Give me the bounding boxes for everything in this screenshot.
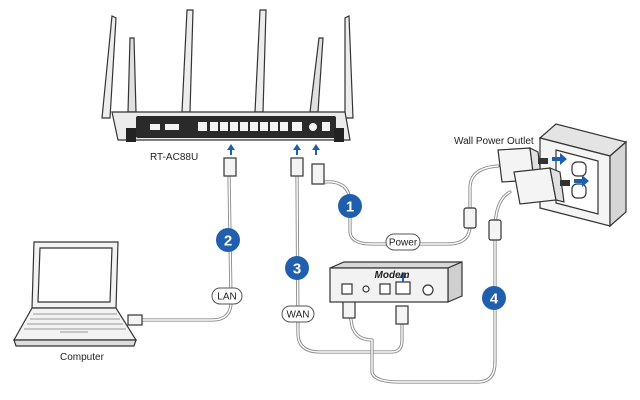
router-lan-port	[260, 122, 268, 131]
modem-power-button	[362, 285, 370, 293]
router-antenna	[101, 15, 117, 119]
step-number: 4	[490, 291, 499, 308]
arrow-up-icon	[227, 144, 235, 155]
modem-icon	[329, 261, 463, 303]
router-power-button	[322, 122, 330, 131]
router-stand-left	[126, 128, 136, 142]
lan-tag-label: LAN	[217, 292, 236, 303]
router-lan-ports	[198, 122, 207, 131]
wan-cable	[290, 157, 409, 354]
arrow-up-icon	[399, 272, 407, 282]
router-lan-port	[270, 122, 278, 131]
router-lan-port	[250, 122, 258, 131]
arrow-right-icon	[574, 175, 589, 187]
router-lan-port	[280, 122, 288, 131]
router-lan-port	[240, 122, 248, 131]
power-plug-router	[311, 163, 325, 185]
step-badge-4: 4	[482, 286, 506, 310]
step-number: 3	[293, 261, 301, 278]
modem-ethernet-port	[395, 281, 411, 295]
wan-plug-modem	[395, 305, 409, 325]
lan-plug	[223, 157, 237, 177]
power-tag: Power	[385, 233, 421, 251]
ferrite-core	[488, 219, 502, 241]
step-number: 2	[224, 233, 232, 250]
outlet-socket-top	[571, 161, 587, 177]
arrow-right-icon	[552, 153, 567, 165]
wan-tag: WAN	[281, 305, 315, 323]
ferrite-core	[463, 207, 477, 229]
step-badge-2: 2	[216, 228, 240, 252]
modem-power-cable	[342, 190, 512, 384]
router-wan-port	[292, 122, 302, 131]
router-antenna	[254, 9, 267, 113]
router-usb-ports	[150, 124, 179, 130]
laptop-icon	[12, 241, 138, 347]
modem-coax-port	[422, 284, 434, 296]
lan-port-row	[210, 122, 288, 131]
modem-label: Modem	[375, 270, 410, 281]
modem-power-port	[341, 283, 353, 295]
lan-plug-laptop	[127, 314, 143, 326]
step-number: 1	[346, 199, 354, 216]
power-tag-label: Power	[389, 238, 418, 249]
router-antenna	[181, 9, 194, 113]
router-antenna	[309, 37, 324, 113]
router-stand-right	[334, 128, 344, 142]
arrow-up-icon	[293, 144, 301, 155]
wan-plug-router	[290, 157, 304, 177]
outlet-socket-bottom	[571, 183, 587, 199]
computer-label: Computer	[60, 352, 105, 363]
step-badge-1: 1	[338, 194, 362, 218]
router: RT-AC88U	[101, 9, 354, 163]
power-plug-modem	[342, 299, 356, 319]
router-antenna	[127, 37, 137, 113]
router-power-jack	[309, 123, 317, 131]
router-lan-port	[220, 122, 228, 131]
arrow-up-icon	[312, 144, 320, 155]
router-lan-port	[210, 122, 218, 131]
router-lan-port	[230, 122, 238, 131]
router-antenna	[344, 15, 354, 119]
lan-tag: LAN	[211, 287, 243, 305]
wall-outlet-label: Wall Power Outlet	[454, 136, 534, 147]
modem-phone-port	[379, 283, 391, 295]
laptop-keyboard	[24, 313, 126, 333]
step-badge-3: 3	[285, 256, 309, 280]
wan-tag-label: WAN	[287, 310, 310, 321]
power-adapter-icon	[513, 167, 570, 205]
router-model-label: RT-AC88U	[150, 152, 198, 163]
